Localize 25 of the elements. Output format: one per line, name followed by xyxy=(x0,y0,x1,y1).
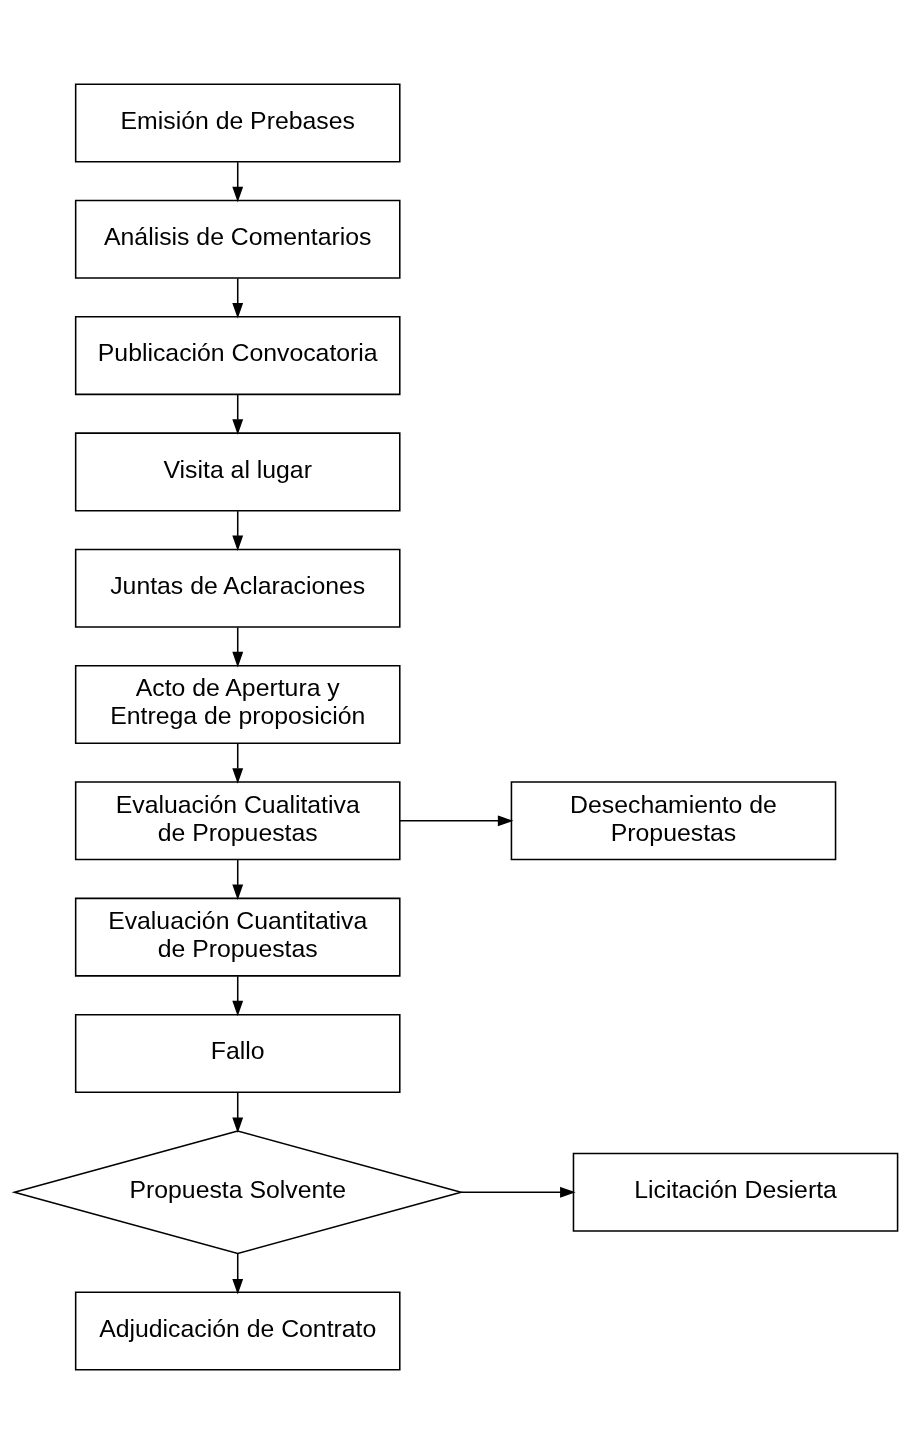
node-box: Visita al lugar xyxy=(74,432,401,512)
arrow xyxy=(232,975,244,1017)
arrow xyxy=(232,161,244,203)
arrow xyxy=(232,743,244,784)
node-box: Licitación Desierta xyxy=(572,1152,899,1232)
arrow xyxy=(460,1186,576,1198)
node-box: Acto de Apertura y Entrega de proposición xyxy=(74,664,401,745)
arrow xyxy=(232,859,244,900)
node-box: Evaluación Cuantitativa de Propuestas xyxy=(74,897,401,977)
arrow xyxy=(232,1092,244,1134)
node-diamond: Propuesta Solvente xyxy=(11,1130,464,1255)
node-box: Evaluación Cualitativa de Propuestas xyxy=(74,781,401,861)
node-box: Fallo xyxy=(74,1013,401,1093)
arrow xyxy=(232,510,244,552)
arrow xyxy=(232,626,244,668)
node-box: Desechamiento de Propuestas xyxy=(510,781,837,861)
arrow xyxy=(399,815,514,827)
node-box: Publicación Convocatoria xyxy=(74,316,401,396)
node-box: Adjudicación de Contrato xyxy=(74,1291,401,1371)
node-box: Análisis de Comentarios xyxy=(74,199,401,279)
arrow xyxy=(232,394,244,435)
node-box: Juntas de Aclaraciones xyxy=(74,548,401,628)
arrow xyxy=(232,1252,244,1295)
arrow xyxy=(232,277,244,319)
node-box: Emisión de Prebases xyxy=(74,83,401,163)
